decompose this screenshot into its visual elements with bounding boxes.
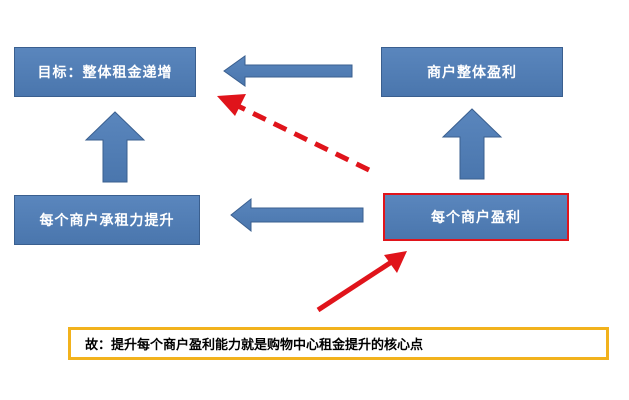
goal-box: 目标：整体租金递增: [14, 47, 196, 97]
each-profit-box: 每个商户盈利: [383, 193, 569, 241]
goal-box-label: 目标：整体租金递增: [37, 65, 173, 81]
conclusion-text: 故：提升每个商户盈利能力就是购物中心租金提升的核心点: [85, 338, 424, 353]
up-arrow-right: [441, 108, 503, 180]
overall-profit-box: 商户整体盈利: [381, 47, 563, 97]
overall-profit-box-label: 商户整体盈利: [427, 65, 517, 81]
left-arrow-bottom: [230, 197, 364, 233]
rent-capacity-box-label: 每个商户承租力提升: [39, 213, 175, 229]
dashed-red-arrow-head: [217, 94, 246, 116]
each-profit-box-label: 每个商户盈利: [431, 210, 521, 226]
up-arrow-left: [84, 111, 146, 183]
solid-red-arrow-line: [316, 258, 395, 313]
left-arrow-top: [223, 55, 353, 87]
conclusion-box: 故：提升每个商户盈利能力就是购物中心租金提升的核心点: [68, 327, 609, 360]
solid-red-arrow-head: [384, 251, 407, 273]
rent-capacity-box: 每个商户承租力提升: [14, 195, 200, 245]
dashed-red-arrow-line: [236, 103, 371, 173]
